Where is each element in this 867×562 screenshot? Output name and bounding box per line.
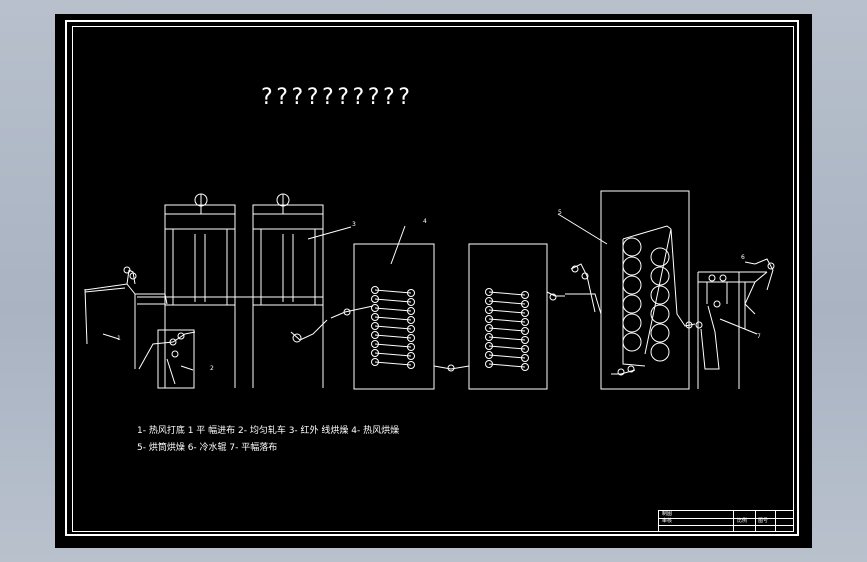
drying-cylinder [622,275,642,295]
drying-cylinder [650,342,670,362]
dryer-2-loop-roller [521,309,529,317]
hot-air-dryer-2 [433,243,565,390]
dryer-2-loop-roller [485,333,493,341]
dryer-1-loop-pass [374,307,412,312]
process-line-drawing [84,190,775,390]
dryer-1-loop-roller [407,334,415,342]
part-number-5: 5 [558,209,562,216]
title-block-cell-c: 比例 [737,518,748,524]
dryer-1-loop-roller [371,358,379,366]
drying-cylinder [650,247,670,267]
part-number-6: 6 [741,254,745,261]
dryer-2-loop-roller [485,324,493,332]
dryer-2-loop-roller [485,288,493,296]
dryer-1-loop-pass [374,316,412,321]
title-block: 制图 审核 比例 图号 [658,510,794,532]
dryer-1-loop-roller [371,349,379,357]
drying-cylinder [650,304,670,324]
dryer-1-loop-roller [371,322,379,330]
part-number-3: 3 [352,221,356,228]
dryer-1-loop-roller [407,289,415,297]
dryer-2-loop-pass [488,363,526,368]
drawing-border-inner [72,26,794,532]
drying-cylinder [622,313,642,333]
drawing-title: ?????????? [260,85,413,110]
dryer-2-loop-roller [521,345,529,353]
dryer-2-loop-pass [488,318,526,323]
title-block-cell-a: 制图 [662,511,673,517]
dryer-2-loop-roller [521,318,529,326]
cad-viewport[interactable]: ?????????? 1- 热风打底 1 平 幅进布 2- 均匀轧车 3- 红外… [55,14,812,548]
plaiter-unit [697,258,775,389]
part-number-4: 4 [423,218,427,225]
dryer-2-loop-pass [488,345,526,350]
drying-cylinder [622,332,642,352]
dryer-2-loop-roller [521,363,529,371]
drying-cylinder [650,285,670,305]
title-block-cell-b: 审核 [662,518,673,524]
dryer-1-loop-roller [371,331,379,339]
drying-cylinder [650,323,670,343]
dryer-2-loop-roller [485,360,493,368]
dryer-2-loop-roller [521,336,529,344]
dryer-1-loop-roller [407,352,415,360]
infrared-dryer-frame [137,193,352,388]
dryer-1-loop-roller [371,304,379,312]
dryer-1-loop-roller [407,343,415,351]
dryer-1-loop-roller [407,325,415,333]
dryer-2-loop-roller [521,327,529,335]
dryer-1-loop-roller [371,286,379,294]
dryer-2-loop-pass [488,354,526,359]
legend-line-1: 1- 热风打底 1 平 幅进布 2- 均匀轧车 3- 红外 线烘燥 4- 热风烘… [137,426,400,436]
cylinder-fabric-path [622,225,672,367]
dryer-1-loop-pass [374,298,412,303]
dryer-1-loop-roller [371,313,379,321]
dryer-1-loop-roller [407,361,415,369]
drying-cylinder [622,294,642,314]
dryer-2-loop-pass [488,309,526,314]
dryer-2-loop-roller [485,351,493,359]
dryer-2-loop-roller [521,300,529,308]
dryer-1-loop-pass [374,325,412,330]
dryer-1-loop-roller [371,295,379,303]
dryer-1-loop-pass [374,289,412,294]
dryer-1-loop-pass [374,352,412,357]
drying-cylinder [622,237,642,257]
cylinder-dryer [557,190,703,390]
dryer-2-loop-pass [488,327,526,332]
dryer-1-loop-roller [371,340,379,348]
dryer-2-loop-pass [488,300,526,305]
hot-air-dryer-1 [330,225,435,390]
feed-unit [84,266,168,369]
dryer-2-loop-roller [485,342,493,350]
dryer-2-loop-roller [521,354,529,362]
dryer-1-loop-roller [407,316,415,324]
dryer-2-loop-roller [521,291,529,299]
legend-line-2: 5- 烘筒烘燥 6- 冷水辊 7- 平幅落布 [137,443,278,453]
drying-cylinder [650,266,670,286]
dryer-2-loop-pass [488,336,526,341]
part-number-7: 7 [757,333,761,340]
dryer-2-loop-roller [485,297,493,305]
dryer-1-loop-pass [374,343,412,348]
dryer-2-loop-roller [485,315,493,323]
dryer-1-loop-pass [374,361,412,366]
drying-cylinder [622,256,642,276]
dryer-1-loop-roller [407,298,415,306]
padder-unit [138,329,196,389]
drawing-border-outer [65,20,799,536]
dryer-2-loop-roller [485,306,493,314]
title-block-cell-d: 图号 [758,518,769,524]
part-number-1: 1 [117,335,121,342]
dryer-1-loop-pass [374,334,412,339]
dryer-2-loop-pass [488,291,526,296]
part-number-2: 2 [210,365,214,372]
dryer-1-loop-roller [407,307,415,315]
